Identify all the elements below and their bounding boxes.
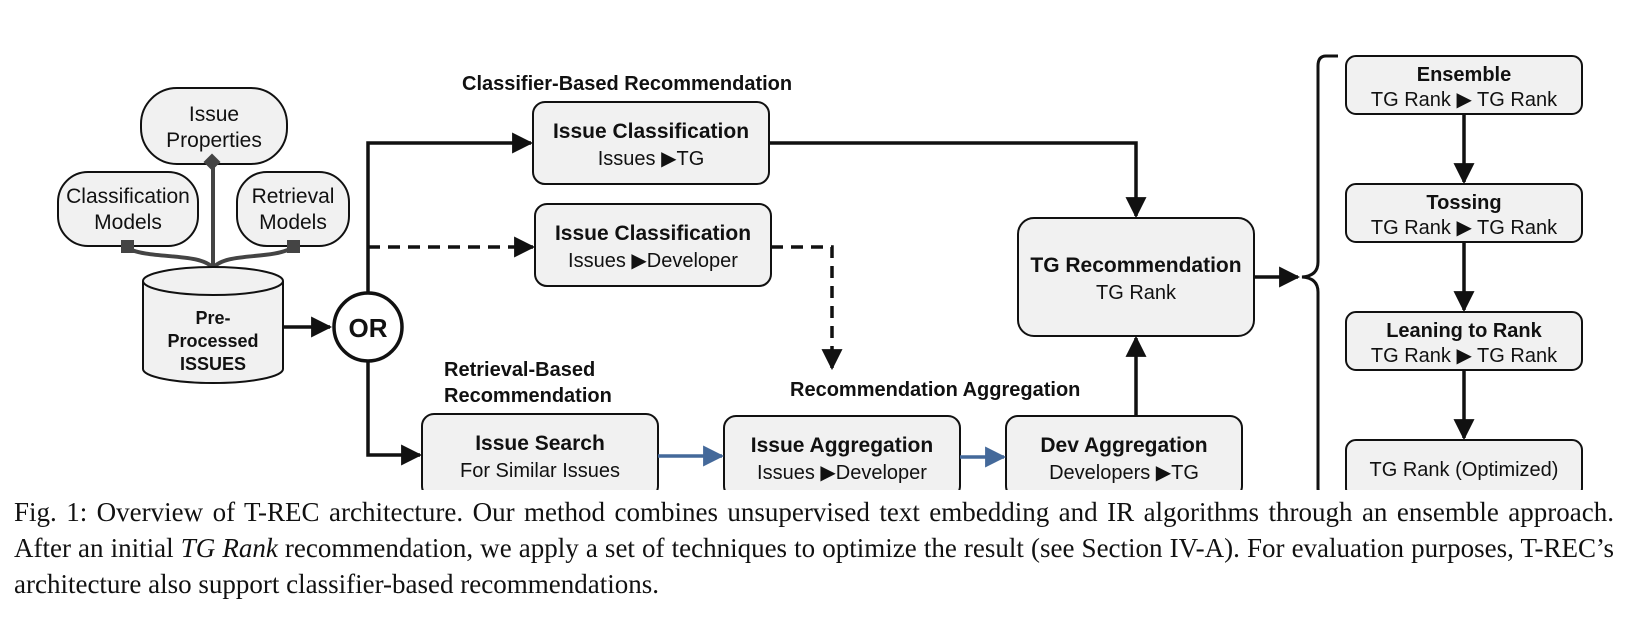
caption-suffix: recommendation, we apply a set of techni… — [14, 533, 1614, 599]
node-title: Tossing — [1426, 192, 1501, 214]
pipeline-learning-to-rank-node: Leaning to Rank TG Rank ▶ TG Rank — [1345, 311, 1583, 371]
section-retrieval-label-line2: Recommendation — [444, 385, 612, 407]
preprocessed-issues-database: Pre- Processed ISSUES — [142, 266, 284, 384]
node-title: TG Recommendation — [1030, 254, 1241, 277]
section-classifier-label: Classifier-Based Recommendation — [462, 73, 792, 95]
database-line3: ISSUES — [180, 354, 246, 374]
issue-properties-line1: Issue — [189, 103, 239, 126]
issue-properties-node: Issue Properties — [140, 87, 288, 165]
node-title: Issue Search — [475, 432, 605, 455]
arrow-or-to-issue-search — [366, 361, 423, 466]
arrow-or-to-classification-tg — [366, 132, 534, 293]
node-title: Issue Classification — [553, 120, 749, 143]
node-title: Leaning to Rank — [1386, 320, 1542, 342]
pipeline-tossing-node: Tossing TG Rank ▶ TG Rank — [1345, 183, 1583, 243]
diamond-connector-icon — [203, 153, 221, 171]
caption-prefix: Fig. 1: Overview of T-REC architecture. … — [14, 497, 1614, 563]
node-subtitle: TG Rank — [1096, 282, 1177, 304]
pipeline-ensemble-node: Ensemble TG Rank ▶ TG Rank — [1345, 55, 1583, 115]
classification-models-line2: Models — [94, 211, 162, 234]
caption-emphasis: TG Rank — [180, 533, 278, 563]
classification-models-node: Classification Models — [57, 171, 199, 247]
node-subtitle: TG Rank ▶ TG Rank — [1371, 217, 1558, 239]
square-connector-icon — [287, 240, 300, 253]
node-subtitle: TG Rank ▶ TG Rank — [1371, 89, 1558, 111]
model-connectors — [126, 164, 293, 270]
node-subtitle: For Similar Issues — [460, 460, 620, 482]
issue-classification-tg-node: Issue Classification Issues ▶TG — [532, 101, 770, 185]
retrieval-models-line2: Models — [259, 211, 327, 234]
pipeline-optimized-node: TG Rank (Optimized) — [1345, 439, 1583, 490]
node-title: Issue Classification — [555, 222, 751, 245]
square-connector-icon — [121, 240, 134, 253]
pipeline-brace — [1301, 54, 1338, 490]
or-label: OR — [349, 313, 388, 343]
node-subtitle: Issues ▶Developer — [757, 462, 927, 484]
figure-caption: Fig. 1: Overview of T-REC architecture. … — [14, 494, 1614, 602]
classification-models-line1: Classification — [66, 185, 190, 208]
arrow-classification-dev-to-aggregation — [771, 245, 843, 371]
issue-properties-line2: Properties — [166, 129, 262, 152]
issue-classification-dev-node: Issue Classification Issues ▶Developer — [534, 203, 772, 287]
dev-aggregation-node: Dev Aggregation Developers ▶TG — [1005, 415, 1243, 490]
section-aggregation-label: Recommendation Aggregation — [790, 379, 1080, 401]
retrieval-models-line1: Retrieval — [252, 185, 335, 208]
node-title: Ensemble — [1417, 64, 1511, 86]
issue-search-node: Issue Search For Similar Issues — [421, 413, 659, 490]
node-title: Dev Aggregation — [1040, 434, 1207, 457]
architecture-diagram: Issue Properties Classification Models R… — [57, 54, 1583, 490]
node-title: Issue Aggregation — [751, 434, 933, 457]
issue-aggregation-node: Issue Aggregation Issues ▶Developer — [723, 415, 961, 490]
database-line2: Processed — [167, 331, 258, 351]
section-retrieval-label-line1: Retrieval-Based — [444, 359, 595, 381]
node-subtitle: Issues ▶Developer — [568, 250, 738, 272]
tg-recommendation-node: TG Recommendation TG Rank — [1017, 217, 1255, 337]
arrow-classification-tg-to-recommendation — [769, 141, 1147, 219]
node-subtitle: Issues ▶TG — [598, 148, 705, 170]
retrieval-models-node: Retrieval Models — [236, 171, 350, 247]
node-subtitle: Developers ▶TG — [1049, 462, 1199, 484]
or-junction: OR — [332, 291, 404, 363]
node-subtitle: TG Rank ▶ TG Rank — [1371, 345, 1558, 367]
node-subtitle: TG Rank (Optimized) — [1370, 459, 1559, 481]
database-line1: Pre- — [195, 308, 230, 328]
